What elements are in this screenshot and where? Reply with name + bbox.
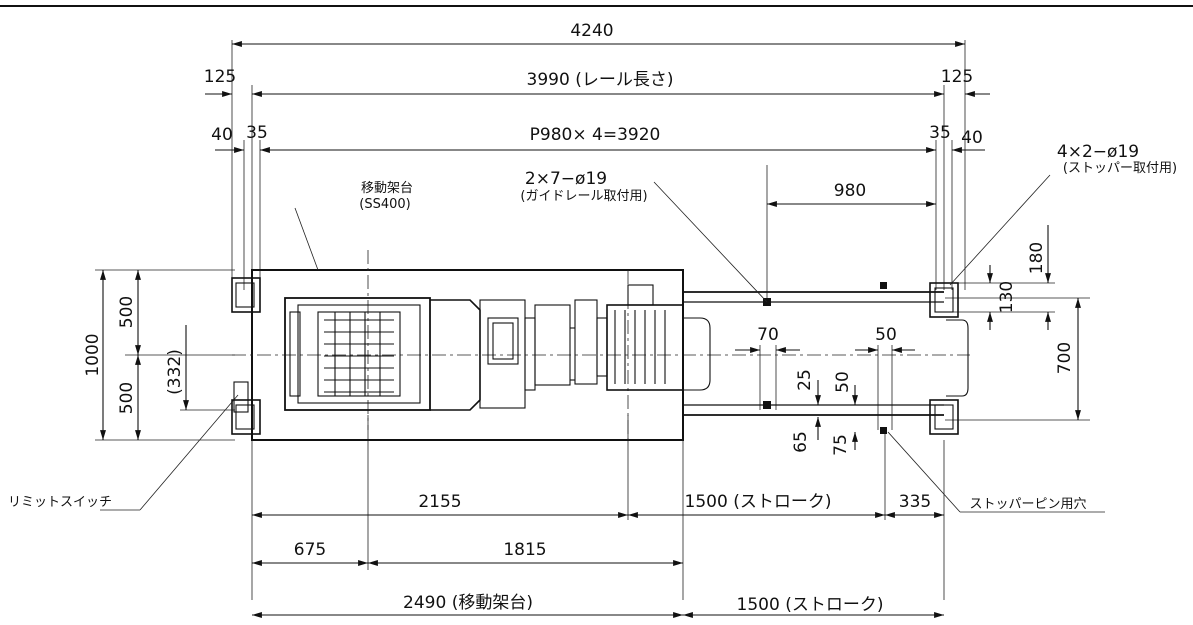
- dim-75: 75: [831, 434, 851, 456]
- guide-holes-label: 2×7−ø19: [525, 169, 607, 189]
- dim-335: 335: [899, 492, 931, 512]
- annotation-labels: 移動架台 (SS400) 2×7−ø19 (ガイドレール取付用) 4×2−ø19…: [8, 142, 1177, 512]
- moving-frame-label: 移動架台: [361, 181, 413, 196]
- dim-500-bottom: 500: [117, 382, 137, 414]
- rail-holes: [763, 282, 887, 434]
- screen-unit: [284, 297, 431, 411]
- dim-pitch: P980× 4=3920: [530, 125, 661, 145]
- dim-35-right: 35: [929, 123, 951, 143]
- dim-2155: 2155: [418, 492, 461, 512]
- stopper-holes-label: 4×2−ø19: [1057, 142, 1139, 162]
- guide-holes-purpose-label: (ガイドレール取付用): [520, 189, 647, 204]
- bottom-dimension-lines: [251, 512, 944, 618]
- dim-35-left: 35: [246, 123, 268, 143]
- moving-frame: [232, 250, 970, 441]
- dim-4240: 4240: [570, 21, 613, 41]
- dim-40-left: 40: [211, 125, 233, 145]
- moving-frame-material-label: (SS400): [359, 197, 410, 212]
- dim-40-right: 40: [961, 128, 983, 148]
- dim-125-right: 125: [941, 67, 973, 87]
- motor: [606, 284, 711, 391]
- dim-65: 65: [791, 431, 811, 453]
- dim-332: (332): [165, 349, 185, 395]
- stopper-pin-hole-label: ストッパーピン用穴: [969, 497, 1086, 512]
- stopper-blocks: [231, 277, 969, 435]
- dim-700: 700: [1055, 342, 1075, 374]
- dim-130: 130: [997, 281, 1017, 313]
- guide-rails: [683, 291, 944, 416]
- small-dimension-lines: [735, 345, 915, 450]
- dim-1815: 1815: [503, 540, 546, 560]
- left-dimension-lines: [100, 270, 189, 440]
- dim-50-vertical: 50: [833, 371, 853, 393]
- dim-50: 50: [875, 325, 897, 345]
- leader-lines: [100, 174, 1105, 513]
- dim-1500-stroke-bottom: 1500 (ストローク): [737, 595, 884, 615]
- right-dimension-lines: [987, 225, 1081, 420]
- dim-125-left: 125: [204, 67, 236, 87]
- dim-500-top: 500: [117, 296, 137, 328]
- dim-180: 180: [1027, 242, 1047, 274]
- dim-2490: 2490 (移動架台): [403, 593, 533, 613]
- dim-70: 70: [757, 325, 779, 345]
- dim-1000: 1000: [83, 333, 103, 376]
- dim-25: 25: [795, 369, 815, 391]
- coupling: [524, 299, 608, 391]
- limit-switch-body: [233, 381, 249, 413]
- dim-1500-stroke-top: 1500 (ストローク): [685, 492, 832, 512]
- reducer-housing: [430, 299, 526, 411]
- dim-3990: 3990 (レール長さ): [527, 70, 674, 90]
- dimension-texts: 4240 3990 (レール長さ) 125 125 P980× 4=3920 4…: [83, 21, 1075, 615]
- limit-switch-label: リミットスイッチ: [8, 495, 112, 510]
- dim-675: 675: [294, 540, 326, 560]
- stopper-holes-purpose-label: (ストッパー取付用): [1063, 161, 1177, 176]
- top-dimension-lines: [205, 41, 990, 207]
- dim-980: 980: [834, 181, 866, 201]
